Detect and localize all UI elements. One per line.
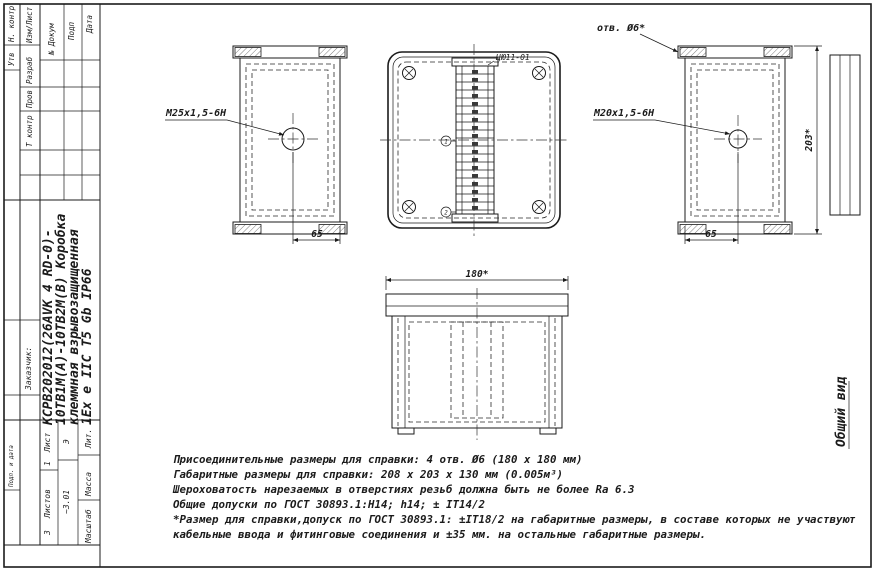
title-block: Н. контр Утв Изм/Лист Разраб Пров Т конт… [4, 4, 101, 567]
svg-text:1: 1 [444, 140, 448, 146]
thread-label-m20: М20х1,5-6Н [593, 108, 655, 119]
note-line-6: кабельные ввода и фитинговые соединения … [173, 528, 706, 541]
note-line-3: Шероховатость нарезаемых в отверстиях ре… [172, 483, 635, 496]
stamp-lit-label: Лит. [84, 429, 93, 449]
doc-title-line-1: КСРВ202012(26АVК 4 RD-0)- [41, 229, 56, 426]
stamp-data: Дата [85, 15, 94, 34]
dim-65-left: 65 [311, 229, 323, 240]
stamp-podp: Подп [67, 21, 76, 41]
dim-65-right: 65 [705, 229, 717, 240]
stamp-listov-label: Листов [43, 489, 52, 519]
stamp-side-note: Подп. и дата [9, 445, 15, 488]
aux-table [829, 54, 861, 216]
view-title: Общий вид [834, 376, 850, 449]
note-line-1: Присоединительные размеры для справки: 4… [173, 453, 583, 466]
dim-180: 180* [466, 269, 489, 280]
stamp-utv: Утв [7, 52, 16, 66]
stamp-razrab: Разраб [25, 56, 34, 84]
stamp-massa-label: Масса [84, 472, 93, 497]
terminal-strip [451, 57, 499, 223]
frame [3, 3, 872, 568]
stamp-listov-value: 3 [43, 530, 52, 536]
thread-label-m25: М25х1,5-6Н [165, 108, 227, 119]
stamp-customer: Заказчик: [24, 347, 33, 391]
balloon-callout-2: 2 [440, 206, 456, 218]
note-line-4: Общие допуски по ГОСТ 30893.1:H14; h14; … [173, 498, 485, 511]
stamp-list-label: Лист [43, 433, 52, 453]
stamp-masshtab-label: Масштаб [83, 509, 93, 544]
change-table-labels: Н. контр Утв Изм/Лист Разраб Пров Т конт… [7, 5, 94, 488]
note-line-2: Габаритные размеры для справки: 208 х 20… [173, 468, 563, 481]
note-line-5: *Размер для справки,допуск по ГОСТ 30893… [173, 513, 856, 526]
stamp-n-kontr: Н. контр [7, 5, 16, 43]
stamp-t-kontr: Т контр [25, 115, 34, 147]
stamp-izm-list: Изм/Лист [25, 6, 34, 44]
notes-block: Присоединительные размеры для справки: 4… [172, 453, 856, 541]
dim-height: 203* [804, 128, 815, 152]
view-side-left: М25х1,5-6Н 65 [165, 45, 348, 244]
view-title-text: Общий вид [834, 376, 849, 447]
doc-title-line-4: 1Ex e IIC T5 Gb IP66 [80, 268, 95, 425]
view-side-right: М20х1,5-6Н отв. Ø6* 65 203* [593, 22, 822, 244]
stamp-massa-value: ~3.01 [62, 490, 71, 514]
doc-title: КСРВ202012(26АVК 4 RD-0)- 10ТВ1М(А)-10ТВ… [41, 214, 95, 426]
stamp-bottom-cells: Лист 1 Листов 3 Э ~3.01 Лит. Масса Масшт… [43, 429, 93, 544]
stamp-prov: Пров [25, 90, 34, 109]
terminal-ref-label: ЦЮ11-01 [495, 53, 530, 62]
lid-screws [402, 66, 546, 214]
doc-title-line-3: клеммная взрывозащищенная [67, 229, 82, 425]
view-top: ЦЮ11-01 1 2 [380, 44, 568, 236]
svg-text:2: 2 [444, 211, 448, 217]
stamp-n-dokum: № Докум [47, 23, 56, 56]
view-front: 180* [385, 269, 569, 440]
hole-note-label: отв. Ø6* [597, 22, 645, 34]
stamp-list-value: 1 [43, 461, 52, 466]
balloon-callout-1: 1 [440, 135, 456, 147]
stamp-lit-value: Э [62, 439, 71, 444]
doc-title-line-2: 10ТВ1М(А)-10ТВ2М(В) Коробка [54, 214, 69, 425]
